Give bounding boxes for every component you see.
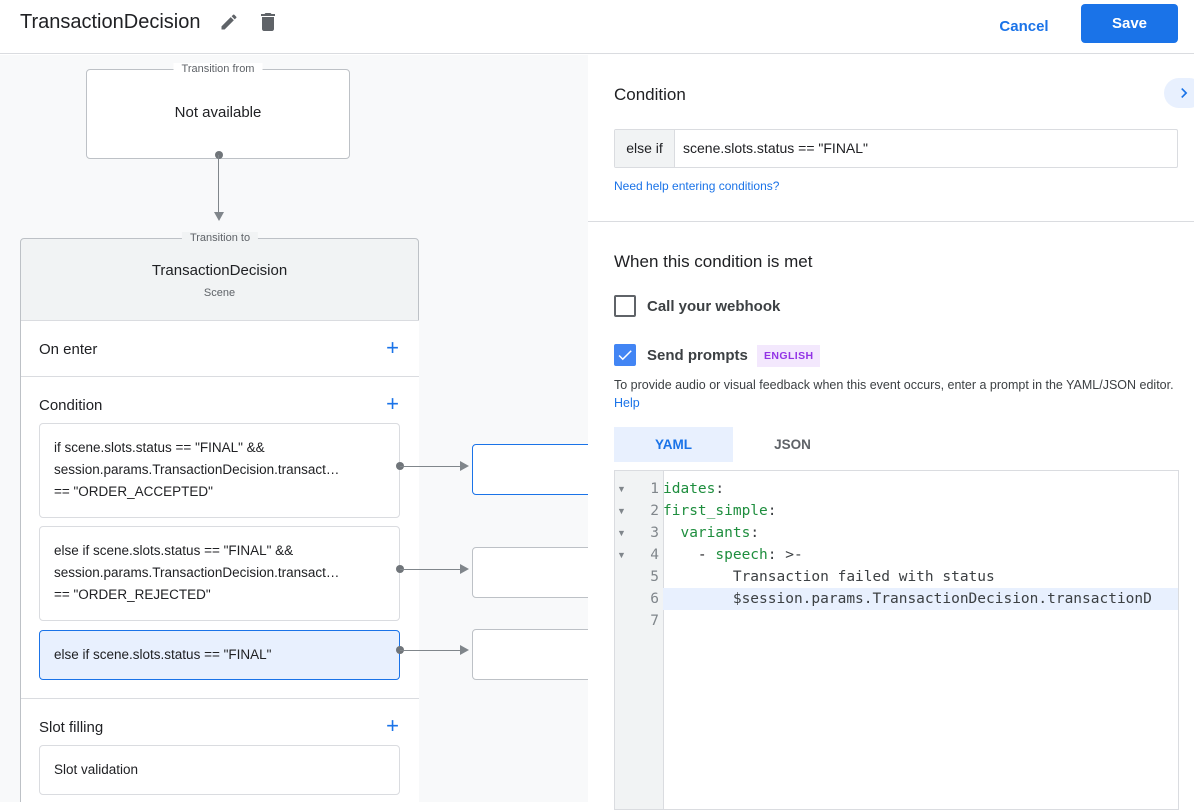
webhook-label: Call your webhook	[647, 298, 781, 315]
condition-input-group: else if scene.slots.status == "FINAL"	[614, 129, 1178, 168]
connector-dot	[215, 151, 223, 159]
met-title: When this condition is met	[614, 252, 813, 271]
condition-line: session.params.TransactionDecision.trans…	[54, 565, 340, 580]
line-number: 7	[650, 613, 659, 629]
condition-item[interactable]: else if scene.slots.status == "FINAL" &&…	[39, 526, 400, 621]
arrow-right-icon	[460, 564, 469, 574]
scene-name: TransactionDecision	[151, 262, 288, 279]
cancel-button[interactable]: Cancel	[986, 9, 1062, 43]
on-enter-label: On enter	[39, 341, 98, 358]
line-number: 5	[650, 569, 659, 585]
transition-from-legend: Transition from	[173, 63, 263, 75]
condition-section: Condition + if scene.slots.status == "FI…	[21, 376, 419, 698]
condition-line: == "ORDER_ACCEPTED"	[54, 484, 213, 499]
send-prompts-label: Send prompts	[647, 347, 748, 364]
condition-label: Condition	[39, 397, 103, 414]
slot-filling-label: Slot filling	[39, 719, 104, 736]
fold-arrow-icon[interactable]: ▼	[617, 550, 626, 560]
editor-gutter	[615, 471, 664, 809]
connector-line	[400, 569, 462, 570]
line-number: 1	[650, 481, 659, 497]
tab-json[interactable]: JSON	[774, 437, 811, 452]
code-line: ▼ 4 - speech: >-	[615, 544, 1178, 566]
code-line: ▼ 1 idates:	[615, 478, 1178, 500]
code-line: 5 Transaction failed with status	[615, 566, 1178, 588]
condition-line: if scene.slots.status == "FINAL" &&	[54, 440, 265, 455]
transition-target-box[interactable]	[472, 547, 588, 598]
condition-line: else if scene.slots.status == "FINAL"	[54, 647, 272, 662]
transition-to-legend: Transition to	[181, 232, 259, 244]
connector-line	[400, 466, 462, 467]
condition-line: == "ORDER_REJECTED"	[54, 587, 211, 602]
scene-type: Scene	[203, 287, 236, 299]
fold-arrow-icon[interactable]: ▼	[617, 484, 626, 494]
arrow-down-icon	[214, 212, 224, 221]
add-on-enter-icon[interactable]: +	[386, 335, 399, 360]
transition-target-box[interactable]	[472, 629, 588, 680]
prompts-description: To provide audio or visual feedback when…	[614, 376, 1174, 412]
code-text: variants:	[680, 525, 760, 541]
condition-item[interactable]: if scene.slots.status == "FINAL" && sess…	[39, 423, 400, 518]
send-prompts-checkbox[interactable]	[614, 344, 636, 366]
code-line: 6 $session.params.TransactionDecision.tr…	[615, 588, 1178, 610]
on-enter-section[interactable]: On enter +	[21, 320, 419, 376]
pencil-icon[interactable]	[219, 12, 239, 32]
code-text: $session.params.TransactionDecision.tran…	[663, 588, 1178, 610]
arrow-right-icon	[460, 645, 469, 655]
line-number: 4	[650, 547, 659, 563]
code-line: ▼ 2 first_simple:	[615, 500, 1178, 522]
arrow-right-icon	[460, 461, 469, 471]
trash-icon[interactable]	[256, 10, 280, 34]
fold-arrow-icon[interactable]: ▼	[617, 506, 626, 516]
code-line: ▼ 3 variants:	[615, 522, 1178, 544]
header-bar: TransactionDecision Cancel Save	[0, 0, 1194, 54]
line-number: 6	[650, 591, 659, 607]
divider	[588, 221, 1194, 222]
flow-canvas: Transition from Not available Transition…	[0, 55, 588, 802]
collapse-panel-button[interactable]	[1164, 78, 1194, 108]
code-line: 7	[615, 610, 1178, 632]
condition-input[interactable]: scene.slots.status == "FINAL"	[683, 140, 869, 156]
webhook-checkbox[interactable]	[614, 295, 636, 317]
save-button[interactable]: Save	[1081, 4, 1178, 43]
transition-from-box: Transition from Not available	[86, 63, 350, 159]
transition-target-box[interactable]	[472, 444, 588, 495]
connector-line	[400, 650, 462, 651]
code-text: first_simple:	[663, 503, 777, 519]
page-title: TransactionDecision	[20, 11, 201, 33]
help-entering-conditions-link[interactable]: Need help entering conditions?	[614, 179, 780, 193]
tab-yaml[interactable]: YAML	[614, 427, 733, 462]
condition-panel: Condition else if scene.slots.status == …	[588, 55, 1194, 810]
slot-validation-label: Slot validation	[54, 762, 139, 777]
line-number: 3	[650, 525, 659, 541]
condition-item-selected[interactable]: else if scene.slots.status == "FINAL"	[39, 630, 400, 680]
language-badge: ENGLISH	[757, 345, 821, 367]
code-text: idates:	[663, 481, 725, 497]
slot-filling-section: Slot filling + Slot validation	[21, 698, 419, 802]
condition-line: else if scene.slots.status == "FINAL" &&	[54, 543, 294, 558]
add-slot-icon[interactable]: +	[386, 713, 399, 738]
transition-from-value: Not available	[174, 104, 262, 121]
connector-line	[218, 155, 219, 213]
line-number: 2	[650, 503, 659, 519]
condition-prefix: else if	[615, 130, 675, 167]
fold-arrow-icon[interactable]: ▼	[617, 528, 626, 538]
add-condition-icon[interactable]: +	[386, 391, 399, 416]
check-icon	[618, 350, 632, 361]
scene-box: Transition to TransactionDecision Scene …	[20, 232, 419, 802]
condition-line: session.params.TransactionDecision.trans…	[54, 462, 340, 477]
slot-validation-item[interactable]: Slot validation	[39, 745, 400, 795]
code-text: Transaction failed with status	[732, 569, 995, 585]
code-text: - speech: >-	[663, 547, 803, 563]
condition-title: Condition	[614, 85, 686, 104]
help-link[interactable]: Help	[614, 396, 640, 410]
description-text: To provide audio or visual feedback when…	[614, 378, 1174, 392]
code-editor[interactable]: ▼ 1 idates:▼ 2 first_simple:▼ 3 variants…	[614, 470, 1179, 810]
chevron-right-icon	[1181, 88, 1188, 98]
